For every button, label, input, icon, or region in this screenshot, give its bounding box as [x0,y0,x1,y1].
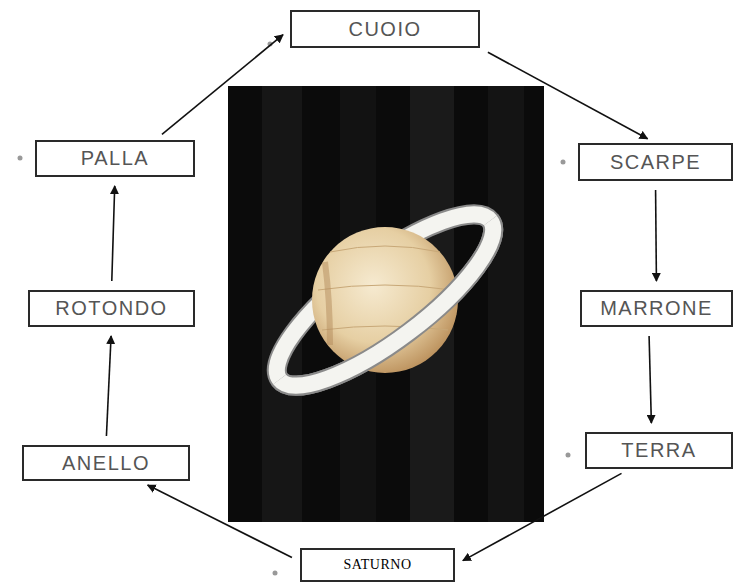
arrow [655,190,657,281]
concept-word: ANELLO [62,452,150,475]
concept-box: SATURNO [300,548,455,582]
concept-box: ROTONDO [28,290,195,327]
concept-box: MARRONE [580,290,733,327]
arrow [162,35,283,135]
arrow [106,336,111,436]
concept-box: ANELLO [22,445,190,481]
arrow [112,186,115,281]
concept-box: PALLA [35,140,195,177]
concept-word: ROTONDO [55,297,167,320]
concept-word: MARRONE [600,297,713,320]
arrow [649,336,651,423]
arrow [148,485,292,558]
concept-box: CUOIO [290,10,480,48]
concept-word: PALLA [81,147,149,170]
concept-box: SCARPE [578,143,733,181]
concept-word: CUOIO [348,18,421,41]
concept-word: SATURNO [343,557,411,573]
concept-box: TERRA [585,432,733,469]
concept-word: TERRA [621,439,696,462]
concept-word: SCARPE [610,151,701,174]
arrow [463,473,622,560]
arrow [488,52,648,138]
